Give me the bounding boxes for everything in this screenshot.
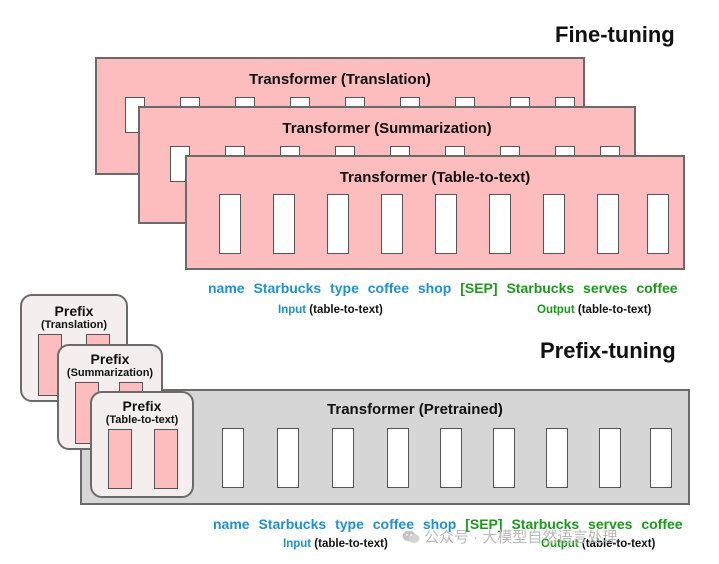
fine-tuning-input-caption: Input (table-to-text)	[278, 304, 383, 316]
prefix-tuning-heading: Prefix-tuning	[540, 338, 676, 363]
input-token: Starbucks	[258, 516, 327, 532]
output-token: Starbucks	[511, 516, 580, 532]
input-caption-key: Input	[283, 538, 312, 550]
input-token: shop	[422, 516, 457, 532]
transformer-summarization-label: Transformer (Summarization)	[282, 120, 492, 137]
prefix-tuning-input-caption: Input (table-to-text)	[283, 538, 388, 550]
token-slot	[435, 194, 457, 254]
prefix-title: Prefix	[122, 398, 162, 414]
token-slot	[543, 194, 565, 254]
token-slot	[273, 194, 295, 254]
token-slot	[647, 194, 669, 254]
input-token: coffee	[367, 280, 409, 296]
token-slot	[489, 194, 511, 254]
output-token: coffee	[641, 516, 683, 532]
input-token: shop	[417, 280, 452, 296]
prefix-slot	[154, 429, 178, 489]
wechat-icon	[402, 530, 420, 544]
watermark: 公众号 · 大模型自然语言处理	[402, 526, 617, 547]
input-token: name	[213, 516, 250, 532]
fine-tuning-token-row: name Starbucks type coffee shop [SEP] St…	[208, 280, 683, 296]
output-token: [SEP]	[465, 516, 503, 532]
prefix-tuning-output-caption: Output (table-to-text)	[541, 538, 655, 550]
prefix-task: (Translation)	[40, 319, 107, 331]
output-token: coffee	[636, 280, 678, 296]
token-slot	[327, 194, 349, 254]
prefix-title: Prefix	[54, 303, 94, 319]
input-token: coffee	[372, 516, 414, 532]
token-slot	[381, 194, 403, 254]
prefix-task: (Table-to-text)	[105, 414, 179, 426]
prefix-tuning-token-row: name Starbucks type coffee shop [SEP] St…	[213, 516, 688, 532]
token-slot	[219, 194, 241, 254]
input-token: type	[335, 516, 364, 532]
output-token: serves	[583, 280, 628, 296]
token-slot	[387, 428, 409, 488]
prefix-slot	[108, 429, 132, 489]
token-slot	[599, 428, 621, 488]
token-slot	[222, 428, 244, 488]
fine-tuning-output-caption: Output (table-to-text)	[537, 304, 651, 316]
transformer-pretrained-label: Transformer (Pretrained)	[327, 401, 503, 418]
output-caption-key: Output	[537, 304, 575, 316]
input-token: Starbucks	[253, 280, 322, 296]
output-caption-rest: (table-to-text)	[578, 538, 656, 550]
input-token: name	[208, 280, 245, 296]
output-caption-rest: (table-to-text)	[574, 304, 652, 316]
input-token: type	[330, 280, 359, 296]
watermark-text: 公众号 · 大模型自然语言处理	[424, 529, 618, 546]
input-caption-key: Input	[278, 304, 307, 316]
token-slot	[493, 428, 515, 488]
transformer-translation-label: Transformer (Translation)	[249, 71, 431, 88]
input-caption-rest: (table-to-text)	[306, 304, 383, 316]
input-caption-rest: (table-to-text)	[311, 538, 388, 550]
output-token: Starbucks	[506, 280, 575, 296]
output-token: serves	[588, 516, 633, 532]
output-token: [SEP]	[460, 280, 498, 296]
transformer-table-to-text-label: Transformer (Table-to-text)	[339, 169, 531, 186]
prefix-task: (Summarization)	[66, 367, 154, 379]
token-slot	[597, 194, 619, 254]
fine-tuning-heading: Fine-tuning	[555, 22, 675, 47]
prefix-table-to-text: Prefix (Table-to-text)	[90, 391, 194, 498]
token-slot	[440, 428, 462, 488]
token-slot	[332, 428, 354, 488]
token-slot	[277, 428, 299, 488]
output-caption-key: Output	[541, 538, 579, 550]
transformer-table-to-text: Transformer (Table-to-text)	[185, 155, 685, 270]
prefix-title: Prefix	[90, 351, 130, 367]
token-slot	[546, 428, 568, 488]
token-slot	[650, 428, 672, 488]
